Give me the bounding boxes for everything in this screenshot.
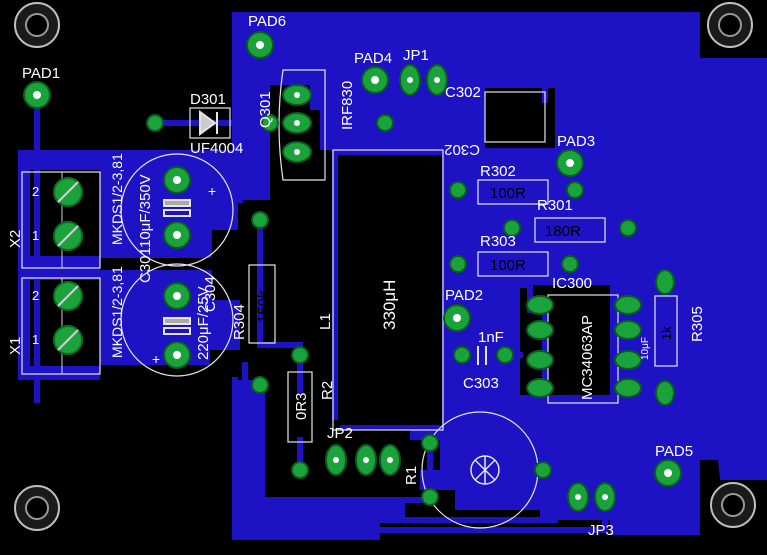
label-c302-mirror: C302 — [444, 141, 480, 158]
label-r302: R302 — [480, 163, 516, 180]
label-x1-pin2: 2 — [32, 288, 39, 303]
mount-hole-bottom-right — [710, 482, 756, 528]
label-c304-value: 220μF/25V — [195, 286, 212, 360]
label-x2-part: MKDS1/2-3,81 — [109, 153, 125, 245]
label-r305: R305 — [689, 306, 706, 342]
label-pad4: PAD4 — [354, 50, 392, 67]
terminal-blocks — [21, 171, 83, 375]
label-x2-pin2: 2 — [32, 184, 39, 199]
label-r304: R304 — [231, 304, 248, 340]
label-x1-pin1: 1 — [32, 332, 39, 347]
label-pad2: PAD2 — [445, 287, 483, 304]
label-l1: L1 — [317, 313, 334, 330]
label-l1-value: 330μH — [380, 280, 399, 330]
label-pad1: PAD1 — [22, 65, 60, 82]
label-jp3: JP3 — [588, 522, 614, 539]
label-x2-pin1: 1 — [32, 228, 39, 243]
r304-outline — [248, 264, 276, 344]
pads — [23, 31, 682, 512]
r301-outline — [534, 217, 606, 243]
label-d301: D301 — [190, 91, 226, 108]
label-r303-value: 100R — [490, 257, 526, 274]
label-r2: R2 — [319, 381, 336, 400]
silkscreen-outlines — [21, 69, 678, 529]
c301-outline — [120, 153, 234, 267]
label-x1-part: MKDS1/2-3,81 — [109, 266, 125, 358]
r303-outline — [477, 251, 549, 277]
label-c304: C304 — [202, 276, 219, 312]
label-r304-value: 150k — [255, 290, 272, 323]
label-l301: L301 — [496, 105, 513, 138]
copper-cutouts — [30, 88, 610, 425]
mount-hole-top-left — [14, 2, 60, 48]
label-r301: R301 — [537, 197, 573, 214]
label-c301-value: 10μF/350V — [137, 174, 154, 248]
label-jp1: JP1 — [403, 47, 429, 64]
r305-outline — [654, 295, 678, 367]
mount-hole-bottom-left — [14, 485, 60, 531]
label-pad3: PAD3 — [557, 133, 595, 150]
mount-hole-top-right — [707, 2, 753, 48]
label-jp2: JP2 — [327, 425, 353, 442]
label-c305-value: 10μF — [640, 337, 651, 360]
label-irf830: IRF830 — [339, 81, 356, 130]
label-r2-value: 0R3 — [293, 392, 310, 420]
label-r1: R1 — [403, 466, 420, 485]
label-c301-plus: + — [208, 183, 216, 199]
label-r305-value: 1k — [659, 326, 674, 340]
r1-wiper-symbol — [470, 455, 500, 485]
r302-outline — [477, 179, 549, 205]
l1-outline — [332, 149, 444, 431]
l301-outline — [484, 91, 546, 143]
label-c302: C302 — [445, 84, 481, 101]
q301-outline — [278, 69, 326, 181]
label-ic300: IC300 — [552, 275, 592, 292]
label-c301: C301 — [137, 247, 154, 283]
label-ic300-part: MC34063AP — [579, 315, 596, 400]
mounting-holes — [14, 2, 756, 531]
label-c303: C303 — [463, 375, 499, 392]
ic300-outline — [547, 294, 619, 404]
label-x1: X1 — [7, 337, 24, 355]
label-r302-value: 100R — [490, 185, 526, 202]
label-r301-value: 180R — [545, 223, 581, 240]
label-r303: R303 — [480, 233, 516, 250]
label-c303-value: 1nF — [478, 329, 504, 346]
silkscreen-labels: PAD1 PAD6 PAD4 JP1 PAD3 PAD2 PAD5 JP2 JP… — [7, 13, 706, 539]
label-c304-plus: + — [152, 351, 160, 367]
capacitor-symbols — [163, 110, 487, 365]
label-pad5: PAD5 — [655, 443, 693, 460]
d301-outline — [189, 107, 231, 139]
label-x2: X2 — [7, 230, 24, 248]
c304-outline — [120, 263, 234, 377]
r2-outline — [287, 371, 313, 443]
label-uf4004: UF4004 — [190, 140, 243, 157]
label-pad6: PAD6 — [248, 13, 286, 30]
label-q301: Q301 — [257, 91, 274, 128]
